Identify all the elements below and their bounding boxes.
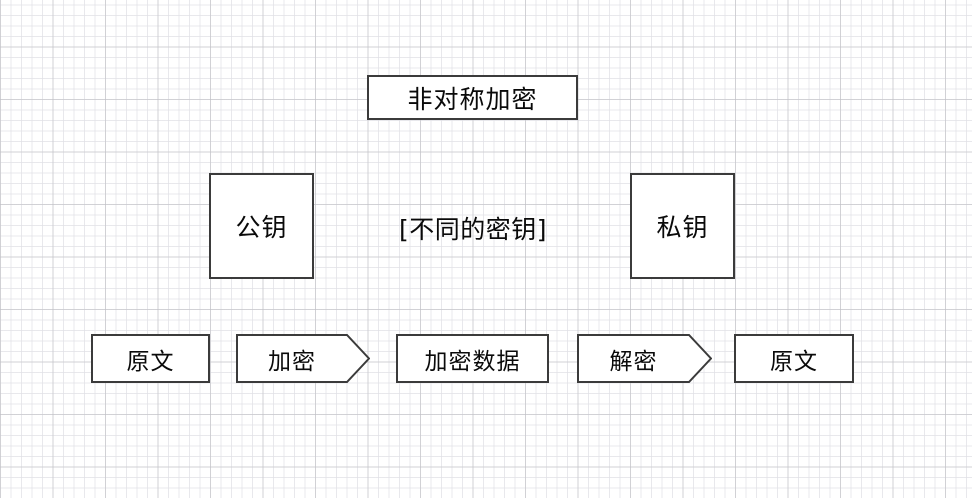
node-label: 加密 bbox=[268, 348, 316, 375]
node-asymmetric-encryption-title[interactable]: 非对称加密 bbox=[367, 75, 578, 120]
node-label: 解密 bbox=[609, 348, 658, 375]
node-label: 公钥 bbox=[235, 213, 288, 242]
chevron-shape bbox=[236, 334, 370, 383]
node-decrypt-process[interactable]: 解密 bbox=[577, 334, 712, 383]
node-label: 原文 bbox=[126, 348, 175, 375]
node-label: 非对称加密 bbox=[407, 84, 538, 114]
node-private-key[interactable]: 私钥 bbox=[630, 173, 735, 279]
node-ciphertext[interactable]: 加密数据 bbox=[396, 334, 549, 383]
node-plaintext-input[interactable]: 原文 bbox=[91, 334, 210, 383]
chevron-shape bbox=[577, 334, 712, 383]
node-label: 私钥 bbox=[656, 213, 709, 242]
node-plaintext-output[interactable]: 原文 bbox=[734, 334, 854, 383]
node-encrypt-process[interactable]: 加密 bbox=[236, 334, 370, 383]
node-label: 加密数据 bbox=[424, 348, 521, 375]
node-label: 原文 bbox=[770, 348, 818, 375]
annotation-different-keys: [不同的密钥] bbox=[387, 210, 559, 246]
annotation-label: [不同的密钥] bbox=[398, 215, 547, 244]
node-public-key[interactable]: 公钥 bbox=[209, 173, 314, 279]
